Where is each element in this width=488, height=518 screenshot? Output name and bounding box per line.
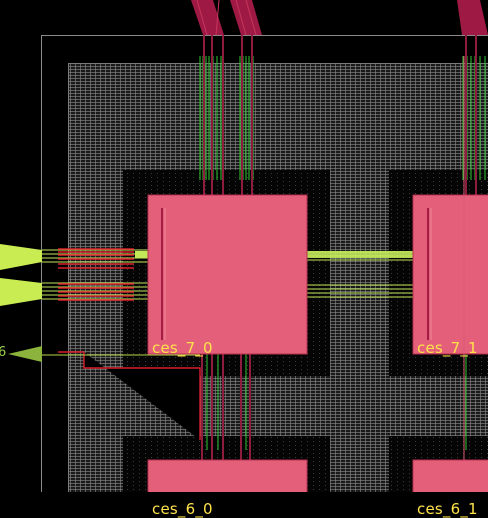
macro-ces-7-0[interactable] — [148, 195, 307, 354]
io-pin-left-3[interactable] — [8, 346, 42, 362]
cell-label-ces-6-1: ces_6_1 — [417, 500, 478, 518]
cell-label-ces-6-0: ces_6_0 — [152, 500, 213, 518]
cell-label-ces-7-0: ces_7_0 — [152, 339, 213, 357]
layout-canvas[interactable] — [0, 0, 488, 492]
macro-ces-6-1[interactable] — [413, 460, 488, 492]
io-pin-left-2[interactable] — [0, 278, 42, 306]
macro-ces-7-1[interactable] — [413, 195, 488, 354]
macro-ces-6-0[interactable] — [148, 460, 307, 492]
pin-label: 6 — [0, 345, 6, 360]
io-pad-top-2[interactable] — [230, 0, 262, 35]
io-pad-top-3[interactable] — [457, 0, 488, 35]
cell-label-ces-7-1: ces_7_1 — [417, 339, 478, 357]
io-pin-left-1[interactable] — [0, 244, 42, 270]
